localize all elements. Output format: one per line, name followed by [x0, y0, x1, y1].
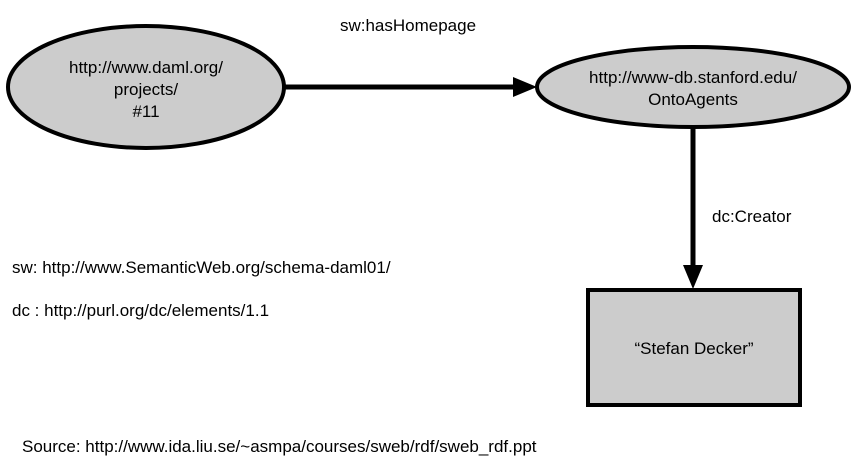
- node-ontoagents-line-2: OntoAgents: [648, 90, 738, 109]
- node-project-ellipse: [6, 24, 286, 150]
- node-project-line-3: #11: [132, 102, 159, 121]
- edge-has-homepage-arrowhead: [513, 77, 537, 97]
- node-creator-literal: “Stefan Decker”: [586, 288, 802, 407]
- node-project-line-2: projects/: [114, 80, 179, 99]
- edge-has-homepage-label: sw:hasHomepage: [340, 16, 476, 35]
- namespace-dc: dc : http://purl.org/dc/elements/1.1: [12, 301, 270, 320]
- edge-has-homepage: sw:hasHomepage: [284, 16, 537, 97]
- source-citation: Source: http://www.ida.liu.se/~asmpa/cou…: [22, 437, 537, 456]
- edge-creator-arrowhead: [683, 265, 703, 289]
- namespace-sw: sw: http://www.SemanticWeb.org/schema-da…: [12, 258, 391, 277]
- node-project: http://www.daml.org/ projects/ #11: [6, 24, 286, 150]
- edge-creator: dc:Creator: [683, 127, 792, 289]
- node-creator-literal-text: “Stefan Decker”: [634, 339, 753, 358]
- node-ontoagents-ellipse: [535, 45, 851, 129]
- node-project-line-1: http://www.daml.org/: [69, 58, 223, 77]
- node-creator-literal-box: [586, 288, 802, 407]
- node-ontoagents: http://www-db.stanford.edu/ OntoAgents: [535, 45, 851, 129]
- edge-creator-label: dc:Creator: [712, 207, 792, 226]
- node-ontoagents-line-1: http://www-db.stanford.edu/: [589, 68, 797, 87]
